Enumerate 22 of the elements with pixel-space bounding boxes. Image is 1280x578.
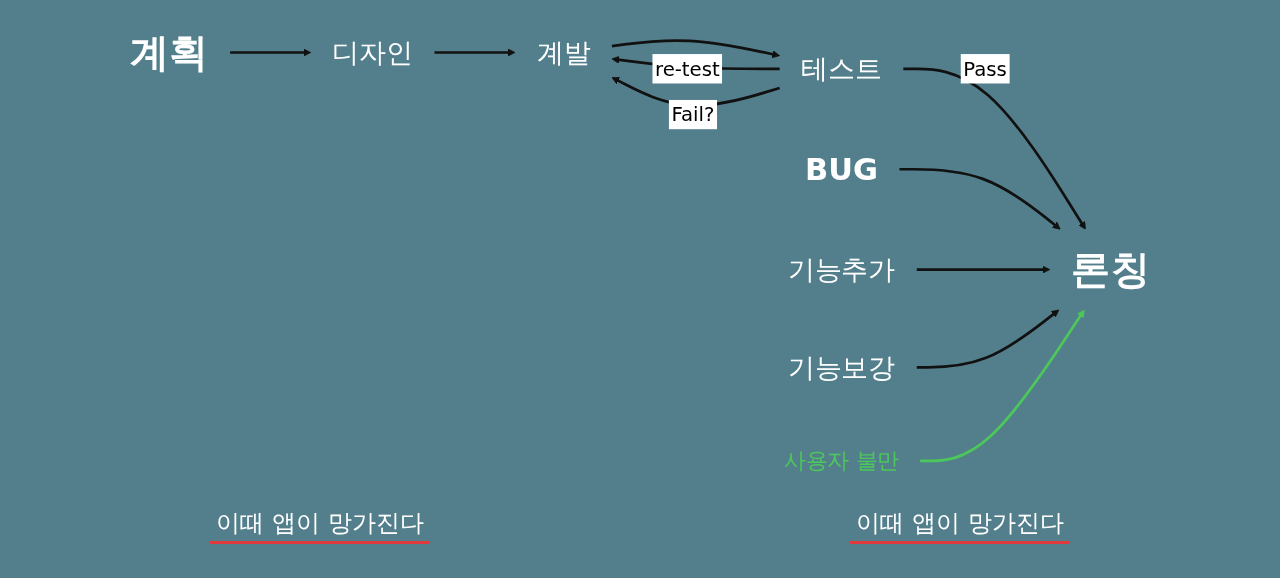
node-text: 기능추가 bbox=[787, 253, 896, 286]
note-text: 이때 앱이 망가진다 bbox=[850, 505, 1070, 544]
edge-label: Fail? bbox=[671, 103, 715, 126]
arrow bbox=[916, 309, 1060, 369]
arrow bbox=[434, 48, 516, 57]
note-text: 이때 앱이 망가진다 bbox=[210, 505, 430, 544]
node-text: 계획 bbox=[129, 29, 209, 75]
edge-label: Pass bbox=[963, 57, 1007, 81]
node-text: 론칭 bbox=[1071, 246, 1151, 293]
arrow bbox=[903, 67, 1086, 230]
edge-label: re-test bbox=[654, 57, 720, 81]
arrow bbox=[611, 39, 780, 59]
node-text: 기능보강 bbox=[787, 351, 896, 383]
node-text: 디자인 bbox=[332, 36, 413, 69]
node-text: BUG bbox=[804, 150, 878, 187]
arrow bbox=[899, 167, 1061, 230]
arrow bbox=[230, 48, 312, 57]
node-text: 계발 bbox=[536, 36, 591, 69]
node-text: 사용자 불만 bbox=[784, 448, 899, 474]
arrow bbox=[916, 265, 1051, 274]
node-text: 테스트 bbox=[801, 53, 882, 85]
arrow bbox=[920, 309, 1085, 463]
